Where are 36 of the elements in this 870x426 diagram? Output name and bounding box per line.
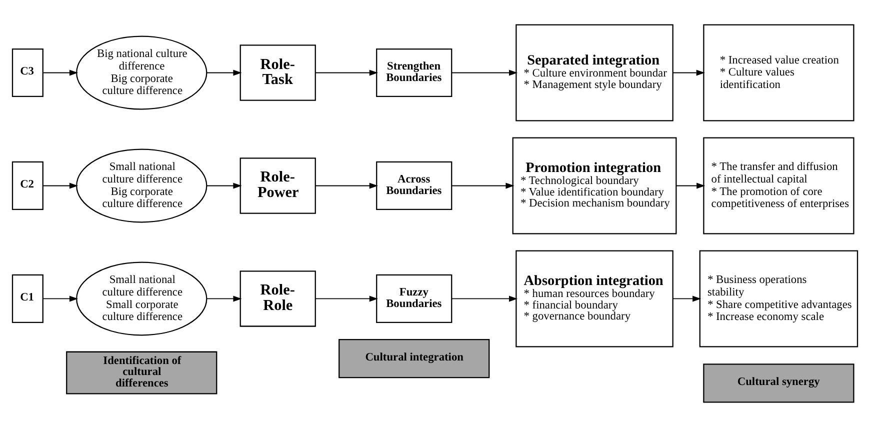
arrow: [206, 295, 242, 302]
node-box: Absorption integration * human resources boundary * financial boundary * governance boundary: [516, 250, 674, 347]
arrow: [315, 295, 378, 302]
node-ellipse: Big national culture difference Big corporate culture difference: [76, 35, 208, 110]
node-box: C2: [12, 160, 44, 210]
node-box: C3: [12, 48, 44, 97]
node-box: Cultural integration: [338, 338, 490, 378]
node-box: Role- Role: [240, 270, 316, 326]
arrow: [315, 182, 378, 188]
node-box: * Business operations stability * Share competitive advantages * Increase economy scale: [699, 250, 858, 347]
arrow: [672, 69, 705, 76]
arrow: [206, 69, 242, 76]
arrow: [452, 182, 514, 188]
node-ellipse: Small national culture difference Small corporate culture difference: [76, 261, 208, 336]
node-box: Promotion integration * Technological boundary * Value identification boundary * Decision mechanism boundary: [512, 136, 677, 234]
node-box: * Increased value creation * Culture values identification: [703, 24, 854, 121]
node-box: C1: [12, 274, 44, 323]
arrow: [676, 182, 706, 188]
arrow: [42, 295, 78, 302]
arrow: [42, 69, 78, 76]
arrow: [452, 69, 518, 76]
node-box: Across Boundaries: [376, 160, 452, 210]
arrow: [672, 295, 702, 302]
arrow: [42, 182, 78, 188]
node-box: Role- Task: [240, 44, 316, 100]
node-box: Fuzzy Boundaries: [376, 274, 452, 323]
node-box: * The transfer and diffusion of intellectual capital * The promotion of core competitiveness of enterprises: [703, 136, 854, 234]
arrow: [452, 295, 518, 302]
arrow: [206, 182, 242, 188]
node-ellipse: Small national culture difference Big corporate culture difference: [76, 148, 208, 222]
arrow: [315, 69, 378, 76]
node-box: Strengthen Boundaries: [376, 48, 452, 97]
node-box: Identification of cultural differences: [66, 350, 218, 394]
node-box: Separated integration * Culture environment boundar * Management style boundary: [516, 24, 674, 121]
node-box: Cultural synergy: [703, 363, 854, 402]
node-box: Role- Power: [240, 157, 316, 214]
